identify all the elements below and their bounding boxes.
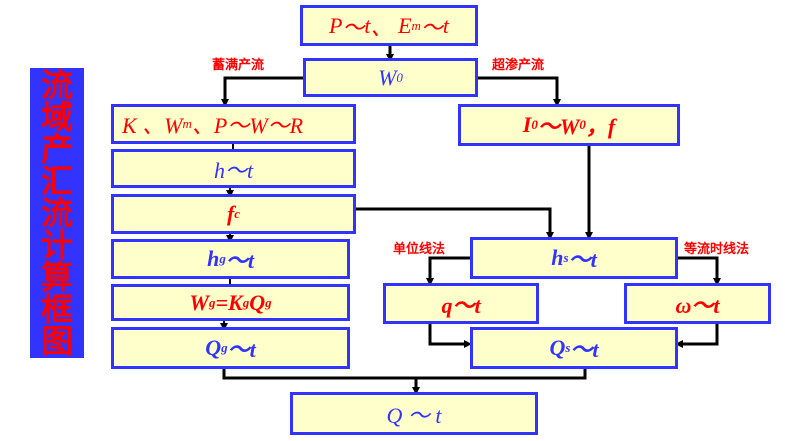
label-infiltration-excess-runoff: 超渗产流 bbox=[492, 58, 545, 73]
title-char: 域 bbox=[40, 98, 73, 136]
box-omega-t: ω～t bbox=[624, 283, 771, 324]
box-h-t: h～t bbox=[111, 149, 356, 188]
title-char: 框 bbox=[40, 290, 73, 328]
title-char: 汇 bbox=[40, 162, 73, 200]
line-qs-to-q bbox=[416, 368, 587, 380]
arrow-hs-to-omega bbox=[678, 256, 721, 286]
diagram-title: 流 域 产 汇 流 计 算 框 图 bbox=[30, 68, 84, 358]
title-char: 流 bbox=[40, 66, 73, 104]
arrow-fc-to-hs bbox=[356, 207, 554, 240]
arrow-w0-to-params bbox=[221, 76, 303, 107]
arrow-w0-to-i0 bbox=[478, 76, 561, 107]
label-saturation-runoff: 蓄满产流 bbox=[212, 58, 265, 73]
label-isochrone-method: 等流时线法 bbox=[684, 242, 750, 257]
box-q-t: q～t bbox=[383, 283, 539, 324]
title-char: 图 bbox=[40, 322, 73, 360]
arrow-q-to-qs bbox=[428, 323, 472, 348]
label-unit-hydrograph-method: 单位线法 bbox=[393, 242, 446, 257]
title-char: 产 bbox=[40, 130, 73, 168]
title-char: 计 bbox=[40, 226, 73, 264]
line-qg-to-q bbox=[222, 368, 416, 380]
arrow-omega-to-qs bbox=[675, 323, 719, 348]
arrow-hs-to-q bbox=[426, 256, 470, 286]
box-q-final: Q ～ t bbox=[290, 392, 538, 435]
title-char: 算 bbox=[40, 258, 73, 296]
title-char: 流 bbox=[40, 194, 73, 232]
